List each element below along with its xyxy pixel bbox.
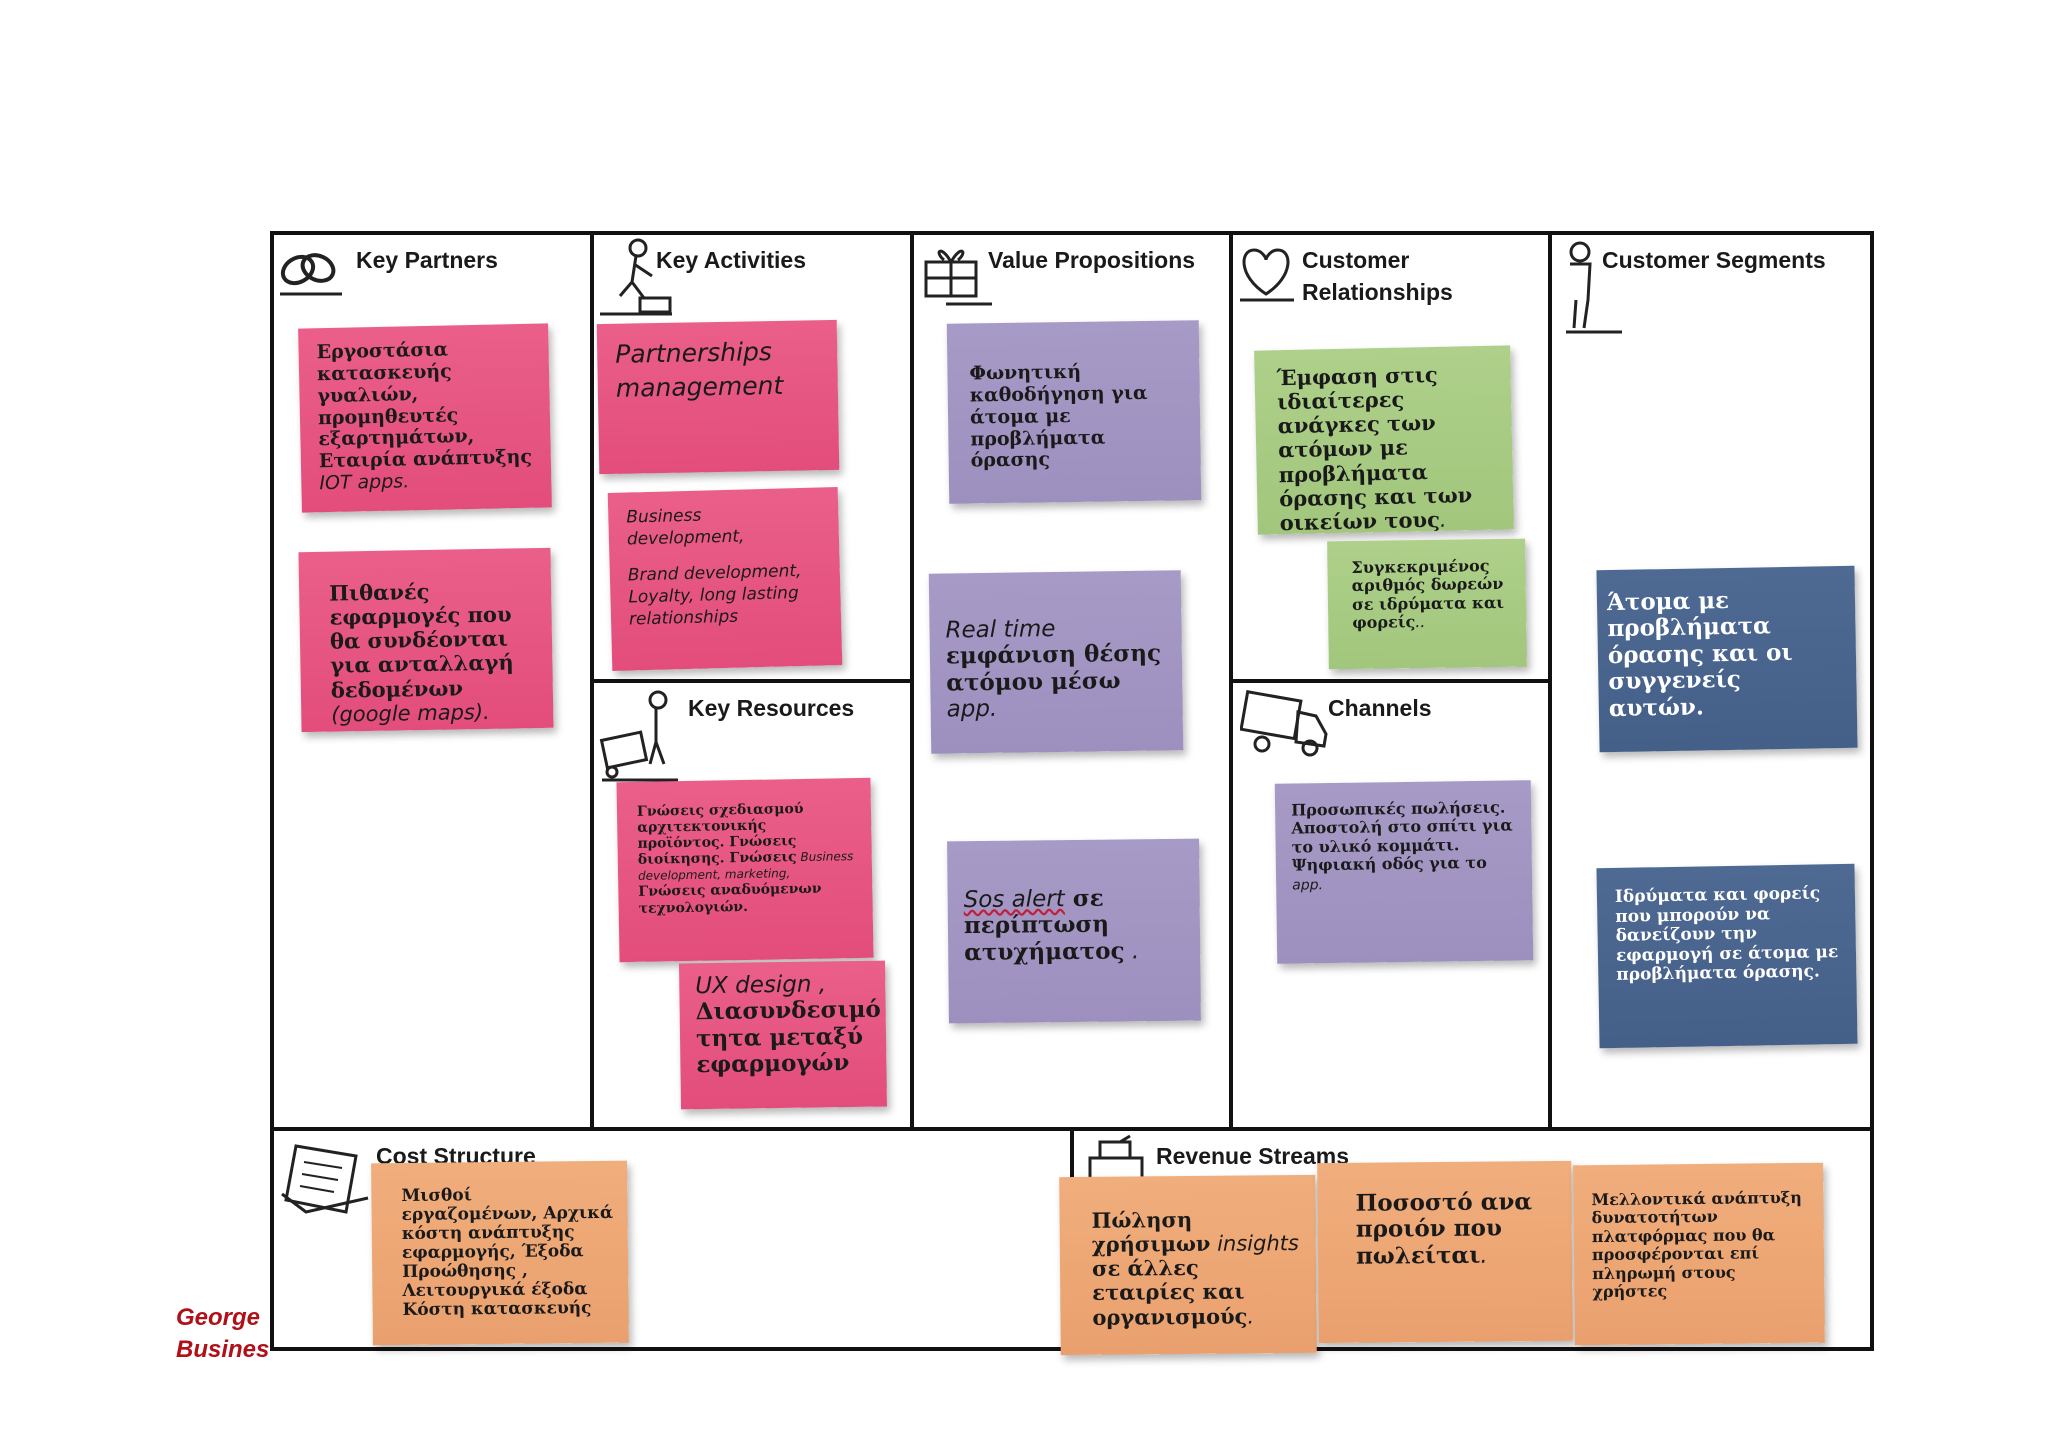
worker-icon: [600, 238, 672, 316]
customer-segments-title: Customer Segments: [1602, 247, 1826, 273]
author-caption: George Busines: [176, 1304, 270, 1363]
receipt-icon: [281, 1144, 369, 1214]
sticky-note: Φωνητική καθοδήγηση για άτομα με προβλήμ…: [946, 320, 1202, 504]
channels-title: Channels: [1328, 695, 1432, 721]
revenue-streams-title: Revenue Streams: [1156, 1143, 1350, 1169]
sticky-note: Business development, Brand development,…: [607, 487, 843, 671]
sticky-note: Έμφαση στις ιδιαίτερες ανάγκες των ατόμω…: [1254, 345, 1514, 535]
divider: [590, 679, 912, 683]
sticky-note: Sos alert σε περίπτωση ατυχήματος .: [947, 838, 1201, 1024]
heart-icon: [1240, 248, 1294, 302]
sticky-note: Ιδρύματα και φορείς που μπορούν να δανεί…: [1596, 863, 1858, 1049]
cart-worker-icon: [599, 690, 678, 782]
sticky-note: Εργοστάσια κατασκευής γυαλιών, προμηθευτ…: [298, 323, 552, 513]
sticky-note: Πώληση χρήσιμων insights σε άλλες εταιρί…: [1059, 1174, 1317, 1356]
key-resources-title: Key Resources: [688, 695, 855, 721]
key-activities-title: Key Activities: [656, 247, 806, 273]
sticky-note: Προσωπικές πωλήσεις. Αποστολή στο σπίτι …: [1274, 780, 1534, 964]
chain-icon: [280, 253, 342, 296]
gift-icon: [924, 249, 992, 306]
sticky-note: Μελλοντικά ανάπτυξη δυνατοτήτων πλατφόρμ…: [1573, 1162, 1825, 1346]
sticky-note: Πιθανές εφαρμογές που θα συνδέονται για …: [298, 547, 554, 733]
sticky-note: Συγκεκριμένος αριθμός δωρεών σε ιδρύματα…: [1327, 538, 1527, 670]
divider: [910, 231, 914, 1129]
key-partners-title: Key Partners: [356, 247, 498, 273]
sticky-note: Μισθοί εργαζομένων, Αρχικά κόστη ανάπτυξ…: [371, 1160, 629, 1346]
truck-icon: [1240, 690, 1328, 757]
sticky-note: Partnerships management: [596, 319, 840, 475]
sticky-note: Real time εμφάνιση θέσης ατόμου μέσω app…: [928, 570, 1184, 754]
sticky-note: Γνώσεις σχεδιασμού αρχιτεκτονικής προϊόν…: [616, 777, 874, 963]
person-icon: [1566, 241, 1622, 334]
sticky-note: Ποσοστό ανα προιόν που πωλείται.: [1317, 1160, 1573, 1344]
value-propositions-title: Value Propositions: [988, 247, 1196, 273]
sticky-note: UX design , Διασυνδεσιμό τητα μεταξύ εφα…: [678, 960, 888, 1110]
customer-relationships-title: Customer Relationships: [1302, 247, 1453, 305]
sticky-note: Άτομα με προβλήματα όρασης και οι συγγεν…: [1596, 565, 1858, 753]
divider: [1229, 679, 1551, 683]
